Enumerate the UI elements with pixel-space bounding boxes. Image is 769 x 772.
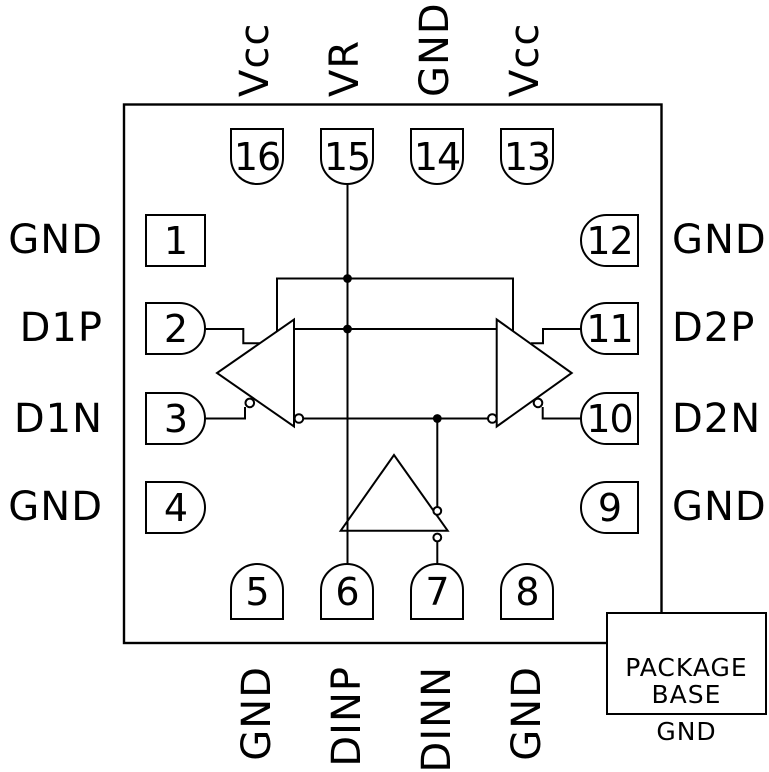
pin-8-label: GND: [504, 666, 550, 761]
pin-14-label: GND: [412, 2, 458, 97]
package-base-box: PACKAGE BASE: [606, 612, 767, 715]
package-base-ground-label: GND: [656, 717, 717, 746]
driver-1-output-bubble: [293, 413, 305, 424]
pin-15: 15: [320, 128, 374, 185]
dinn-inverter-bubble: [432, 532, 443, 543]
pin-5-label: GND: [234, 666, 280, 761]
output-driver-1-triangle: [215, 317, 295, 429]
pin-1: 1: [145, 214, 206, 267]
pin-10: 10: [580, 392, 639, 445]
pin-13-label: Vcc: [502, 22, 548, 97]
package-base-line1: PACKAGE: [625, 653, 748, 682]
pin-11-label: D2P: [672, 305, 756, 351]
d2n-inverter-bubble: [532, 397, 544, 409]
d2p-wire: [531, 328, 581, 345]
pin-3-label: D1N: [13, 396, 103, 442]
upper-rail-wire: [276, 277, 514, 332]
pin-6: 6: [320, 563, 374, 620]
pin-15-label: VR: [322, 39, 368, 97]
pin-11: 11: [580, 302, 639, 355]
pin-12-label: GND: [672, 217, 767, 263]
pin-2: 2: [145, 302, 206, 355]
pin-14: 14: [410, 128, 464, 185]
pin-3: 3: [145, 392, 206, 445]
pin-1-label: GND: [8, 217, 103, 263]
output-driver-2-triangle: [495, 317, 574, 429]
pin-9: 9: [580, 481, 639, 534]
pin-4: 4: [145, 481, 206, 534]
pin-7-label: DINN: [414, 666, 460, 772]
driver-2-output-bubble: [487, 413, 498, 424]
d1n-inverter-bubble: [244, 397, 256, 409]
pin-12: 12: [580, 214, 639, 267]
junction-dot: [432, 414, 442, 423]
package-outline: [122, 103, 663, 645]
pin-9-label: GND: [672, 484, 767, 530]
pin-2-label: D1P: [19, 305, 103, 351]
buffer-output-bubble: [432, 506, 443, 516]
pin-7: 7: [410, 563, 464, 620]
pin-13: 13: [500, 128, 554, 185]
pin-16-label: Vcc: [232, 22, 278, 97]
pin-6-label: DINP: [324, 666, 370, 767]
package-base-line2: BASE: [651, 680, 722, 709]
d1n-wire: [206, 407, 246, 420]
pin-10-label: D2N: [672, 396, 762, 442]
junction-dot: [343, 324, 352, 334]
pin-16: 16: [230, 128, 284, 185]
pin-4-label: GND: [8, 484, 103, 530]
junction-dot: [343, 274, 352, 283]
d1p-wire: [206, 328, 260, 345]
input-buffer-triangle: [338, 453, 450, 532]
pin-5: 5: [230, 563, 284, 620]
pin-8: 8: [500, 563, 554, 620]
d2n-wire: [541, 407, 581, 420]
